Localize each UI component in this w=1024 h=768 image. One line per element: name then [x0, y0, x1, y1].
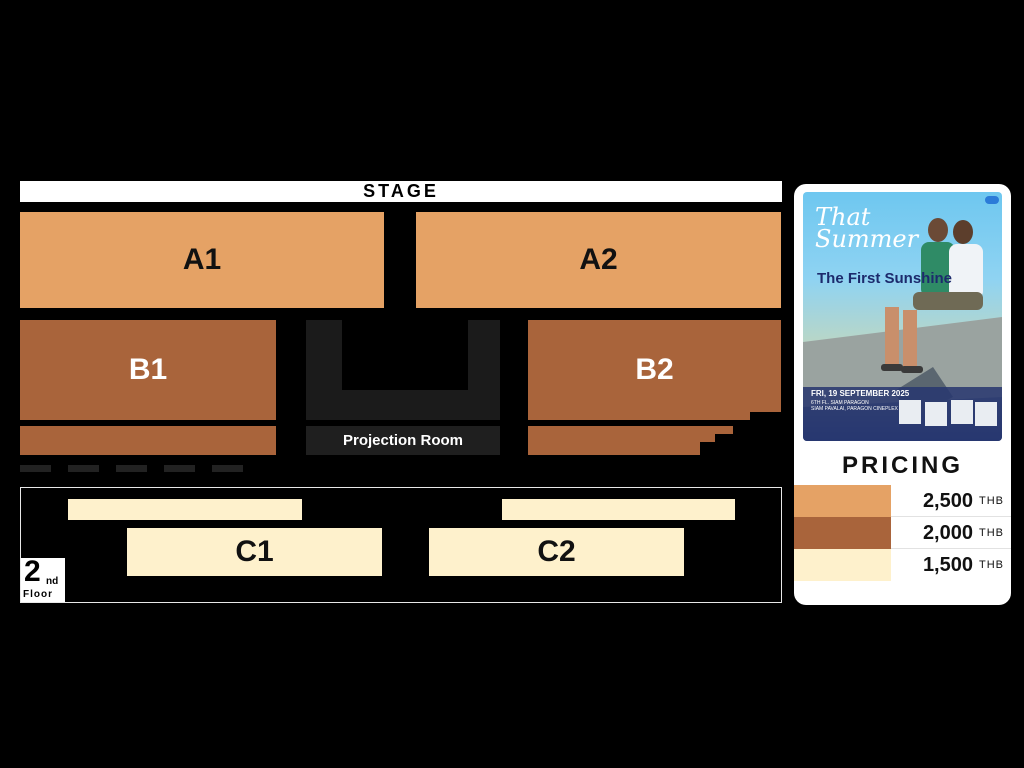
- floor-suffix: nd: [46, 576, 59, 587]
- floor-word: Floor: [23, 589, 53, 600]
- price-divider: [891, 548, 1011, 549]
- floor-badge: 2 nd Floor: [21, 555, 65, 602]
- poster-title: That Summer: [815, 203, 919, 253]
- walkway-mark: [20, 465, 51, 472]
- poster-title-line1: That: [815, 203, 871, 231]
- zone-c1[interactable]: C1: [127, 528, 382, 576]
- zone-c2-front-row[interactable]: [502, 499, 735, 520]
- zone-b2-rear-step-3[interactable]: [528, 442, 700, 455]
- zone-c1-label: C1: [235, 535, 274, 568]
- price-tier-3: 1,500 THB: [794, 549, 1011, 581]
- projection-room: Projection Room: [306, 426, 500, 455]
- poster-title-line2: Summer: [815, 225, 919, 253]
- price-amount: 1,500: [922, 553, 973, 576]
- poster-date: FRI, 19 SEPTEMBER 2025: [811, 389, 910, 398]
- price-swatch-tier-3: [794, 549, 891, 581]
- walkway-mark: [212, 465, 243, 472]
- zone-b1-label: B1: [128, 353, 168, 386]
- price-amount: 2,000: [922, 521, 973, 544]
- poster-artwork: [803, 196, 1002, 441]
- price-tier-2-value: 2,000 THB: [894, 517, 1004, 549]
- zone-a1-label: A1: [182, 243, 222, 276]
- walkway-mark: [116, 465, 147, 472]
- zone-b2-step-cutout: [750, 412, 781, 420]
- price-currency: THB: [979, 559, 1004, 571]
- walkway-mark: [164, 465, 195, 472]
- projection-room-label: Projection Room: [342, 432, 463, 449]
- zone-a2[interactable]: A2: [416, 212, 781, 308]
- projection-u-inner: [342, 320, 468, 390]
- zone-b2[interactable]: B2: [528, 320, 781, 420]
- price-tier-1: 2,500 THB: [794, 485, 1011, 517]
- zone-b1-rear-row[interactable]: [20, 426, 276, 455]
- price-tier-3-value: 1,500 THB: [894, 549, 1004, 581]
- poster-venue-2: SIAM PAVALAI, PARAGON CINEPLEX: [811, 406, 898, 412]
- poster-subtitle: The First Sunshine: [817, 270, 953, 287]
- pricing-panel: That Summer The First Sunshine FRI, 19 S…: [794, 184, 1011, 605]
- price-currency: THB: [979, 495, 1004, 507]
- zone-a1[interactable]: A1: [20, 212, 384, 308]
- pricing-title: PRICING: [841, 452, 963, 479]
- price-swatch-tier-2: [794, 517, 891, 549]
- event-poster[interactable]: That Summer The First Sunshine FRI, 19 S…: [803, 192, 1002, 441]
- price-swatch-tier-1: [794, 485, 891, 517]
- zone-a2-label: A2: [579, 243, 618, 276]
- zone-b2-rear-step-1[interactable]: [528, 426, 733, 434]
- walkway-mark: [68, 465, 99, 472]
- price-divider: [891, 516, 1011, 517]
- zone-c1-front-row[interactable]: [68, 499, 302, 520]
- zone-b1[interactable]: B1: [20, 320, 276, 420]
- price-amount: 2,500: [922, 489, 973, 512]
- price-tier-2: 2,000 THB: [794, 517, 1011, 549]
- zone-b2-label: B2: [635, 353, 674, 386]
- stage: STAGE: [20, 181, 782, 202]
- zone-c2[interactable]: C2: [429, 528, 684, 576]
- second-floor-area: [20, 487, 782, 603]
- zone-b2-rear-step-2[interactable]: [528, 434, 715, 442]
- poster-venue-1: 6TH FL. SIAM PARAGON: [811, 400, 869, 406]
- zone-c2-label: C2: [537, 535, 576, 568]
- floor-number: 2: [24, 555, 41, 588]
- price-currency: THB: [979, 527, 1004, 539]
- price-tier-1-value: 2,500 THB: [894, 485, 1004, 517]
